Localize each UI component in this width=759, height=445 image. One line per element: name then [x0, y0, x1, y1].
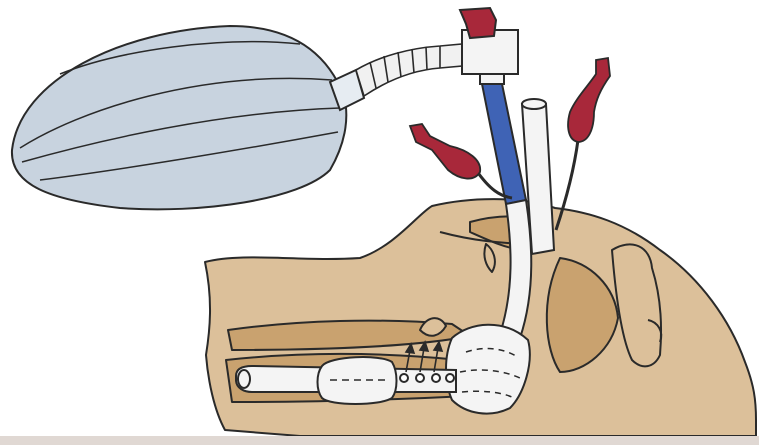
esophageal-cuff [318, 357, 397, 404]
side-hole [416, 374, 424, 382]
oropharyngeal-cuff [446, 325, 530, 414]
cuff-icon [446, 325, 530, 414]
tube-opening [522, 99, 546, 109]
connector-collar [480, 74, 504, 84]
distal-tip [238, 370, 250, 388]
side-hole [432, 374, 440, 382]
side-hole [446, 374, 454, 382]
bottom-band [0, 436, 759, 445]
side-hole [400, 374, 408, 382]
corrugation-ring [426, 47, 427, 70]
